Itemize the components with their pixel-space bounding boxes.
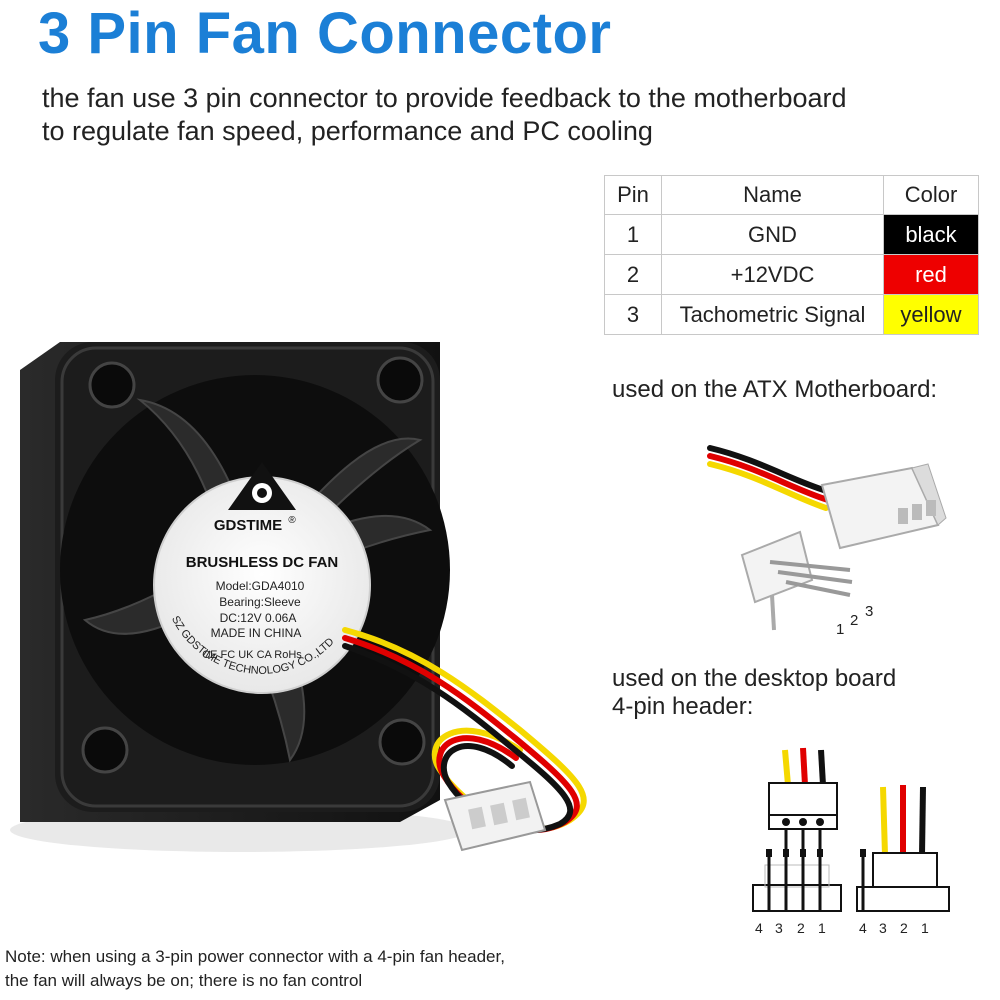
fan-illustration: GDSTIME ® BRUSHLESS DC FAN Model:GDA4010… — [10, 342, 587, 852]
header-b-pin-3: 3 — [879, 920, 887, 936]
row-name: Tachometric Signal — [661, 294, 884, 335]
header-a-pin-1: 1 — [818, 920, 826, 936]
page-title: 3 Pin Fan Connector — [38, 1, 612, 66]
atx-plug — [820, 463, 947, 550]
header-b-pin-4: 4 — [859, 920, 867, 936]
table-row: 1 GND black — [604, 214, 979, 255]
atx-pin-3: 3 — [865, 603, 873, 620]
table-row: 3 Tachometric Signal yellow — [604, 294, 979, 335]
atx-pin-2: 2 — [850, 612, 858, 629]
mounting-hole-icon — [81, 356, 426, 774]
desktop-caption-line-2: 4-pin header: — [612, 693, 754, 720]
row-pin: 3 — [604, 294, 662, 335]
header-color: Color — [883, 175, 979, 215]
fan-model: Model:GDA4010 — [216, 579, 305, 593]
header-a-pin-2: 2 — [797, 920, 805, 936]
three-pin-on-four-pin-diagram — [752, 747, 842, 912]
note-line-2: the fan will always be on; there is no f… — [5, 971, 363, 990]
row-pin: 1 — [604, 214, 662, 255]
row-pin: 2 — [604, 254, 662, 295]
fan-bearing: Bearing:Sleeve — [219, 595, 301, 609]
note: Note: when using a 3-pin power connector… — [5, 945, 505, 993]
header-pin: Pin — [604, 175, 662, 215]
note-line-1: Note: when using a 3-pin power connector… — [5, 947, 505, 966]
header-name: Name — [661, 175, 884, 215]
header-b-pin-2: 2 — [900, 920, 908, 936]
gdstime-logo-icon — [228, 462, 296, 510]
atx-connector-illustration: 1 2 3 — [707, 445, 947, 638]
atx-caption: used on the ATX Motherboard: — [612, 376, 938, 403]
description-line-2: to regulate fan speed, performance and P… — [42, 116, 653, 146]
table-row: 2 +12VDC red — [604, 254, 979, 295]
row-name: GND — [661, 214, 884, 255]
header-b-pin-1: 1 — [921, 920, 929, 936]
fan-product: BRUSHLESS DC FAN — [186, 554, 339, 571]
desktop-caption-line-1: used on the desktop board — [612, 665, 897, 692]
row-color: yellow — [883, 294, 979, 335]
fan-brand: GDSTIME — [214, 517, 282, 534]
row-name: +12VDC — [661, 254, 884, 295]
fan-registered: ® — [288, 515, 296, 526]
description: the fan use 3 pin connector to provide f… — [42, 82, 847, 148]
atx-wires — [707, 445, 833, 511]
pin-table-header: Pin Name Color — [604, 175, 979, 215]
four-pin-header-diagram — [856, 785, 950, 912]
atx-pin-1: 1 — [836, 621, 844, 638]
fan-origin: MADE IN CHINA — [211, 626, 302, 640]
header-a-pin-4: 4 — [755, 920, 763, 936]
row-color: red — [883, 254, 979, 295]
atx-header — [740, 530, 853, 631]
pin-table: Pin Name Color 1 GND black 2 +12VDC red … — [604, 175, 979, 335]
four-pin-header-diagrams: 4 3 2 1 4 3 2 1 — [752, 747, 950, 936]
desktop-caption: used on the desktop board 4-pin header: — [612, 665, 896, 721]
fan-wires — [342, 627, 587, 834]
row-color: black — [883, 214, 979, 255]
fan-certs: CE FC UK CA RoHs — [202, 649, 302, 661]
description-line-1: the fan use 3 pin connector to provide f… — [42, 83, 847, 113]
fan-connector — [443, 780, 547, 852]
fan-rating: DC:12V 0.06A — [220, 611, 297, 625]
header-a-pin-3: 3 — [775, 920, 783, 936]
